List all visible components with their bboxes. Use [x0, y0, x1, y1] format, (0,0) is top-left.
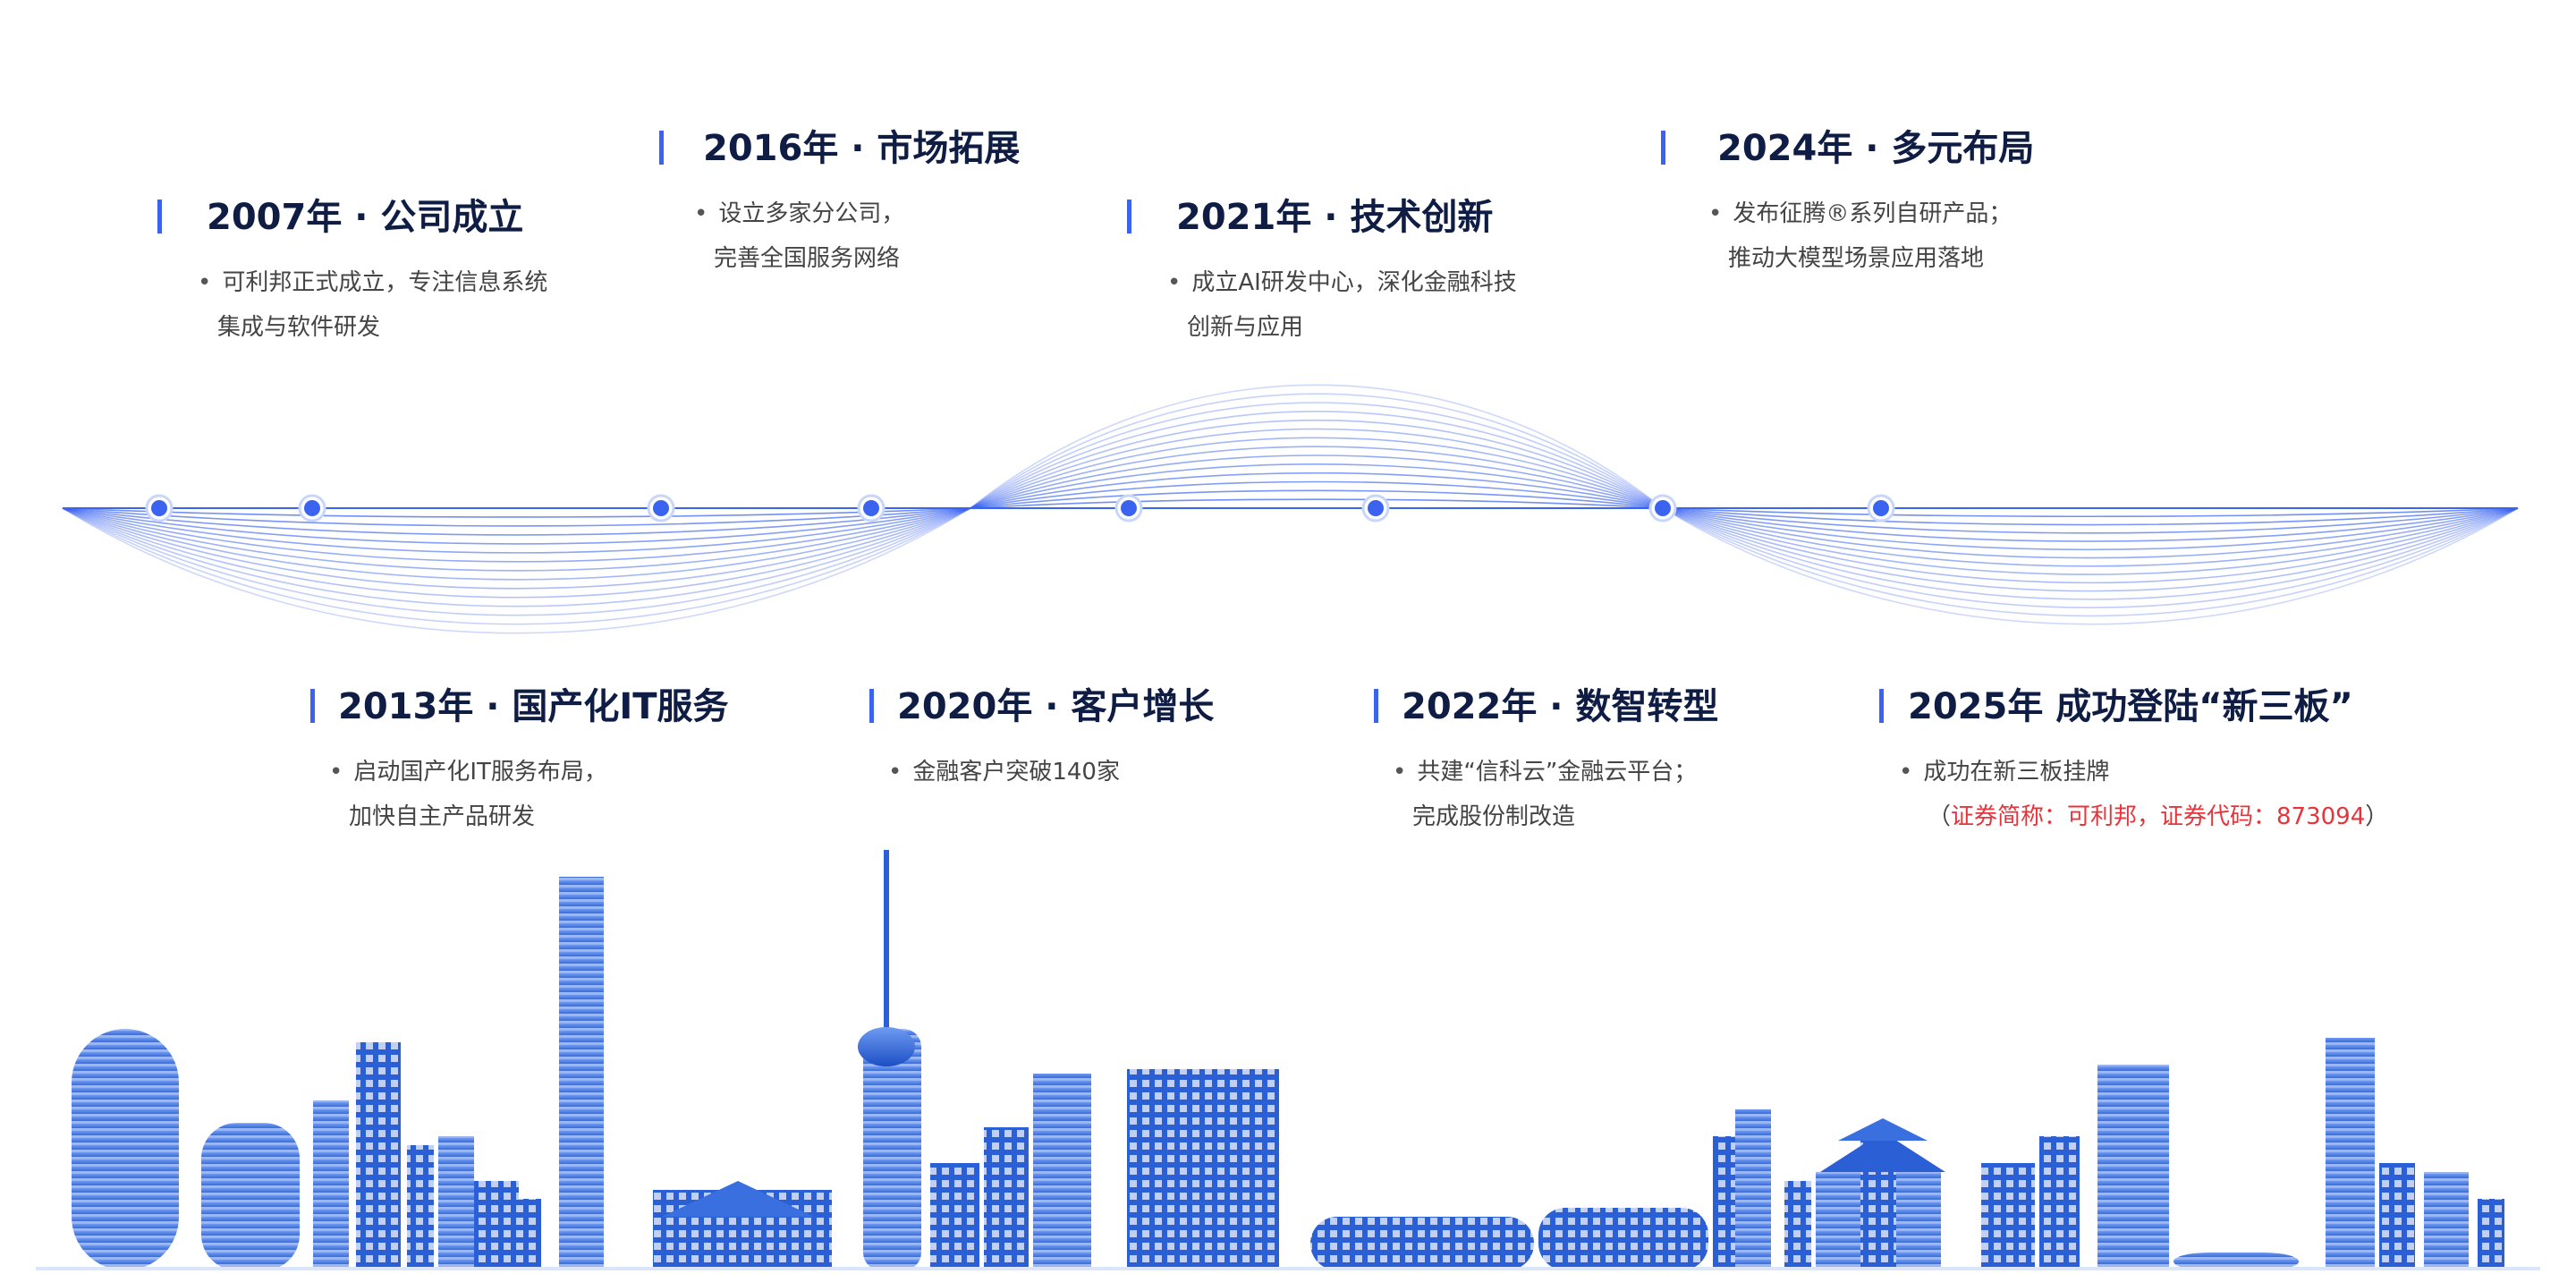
- timeline-dot: [1873, 500, 1889, 516]
- wave-lines: [62, 384, 2519, 634]
- event-description: 可利邦正式成立，专注信息系统: [198, 260, 547, 305]
- event-2016: 2016年 · 市场拓展设立多家分公司，完善全国服务网络: [703, 123, 1020, 281]
- event-description: 发布征腾®系列自研产品；: [1708, 191, 2034, 236]
- accent-bar: [1374, 689, 1378, 723]
- event-2025: 2025年 成功登陆“新三板”成功在新三板挂牌（证券简称：可利邦，证券代码：87…: [1908, 682, 2388, 839]
- event-title: 2016年 · 市场拓展: [703, 128, 1021, 169]
- event-description: 完成股份制改造: [1412, 803, 1576, 830]
- event-description: 共建“信科云”金融云平台；: [1393, 750, 1718, 794]
- event-description: 金融客户突破140家: [888, 750, 1214, 794]
- stock-info-open: （: [1928, 803, 1952, 830]
- event-description: 集成与软件研发: [217, 314, 381, 341]
- event-description: 创新与应用: [1187, 314, 1304, 341]
- event-description: 成功在新三板挂牌: [1899, 750, 2388, 794]
- accent-bar: [1879, 689, 1884, 723]
- timeline-dot: [1121, 500, 1137, 516]
- accent-bar: [1127, 200, 1131, 234]
- timeline-dot: [653, 500, 669, 516]
- event-2020: 2020年 · 客户增长金融客户突破140家: [897, 682, 1214, 794]
- timeline-dot: [151, 500, 167, 516]
- accent-bar: [157, 200, 162, 234]
- event-description: 加快自主产品研发: [349, 803, 536, 830]
- event-description: 推动大模型场景应用落地: [1728, 245, 1985, 272]
- event-title: 2021年 · 技术创新: [1176, 197, 1494, 238]
- timeline-dot: [863, 500, 879, 516]
- stock-info-close: ）: [2365, 803, 2389, 830]
- event-description: 启动国产化IT服务布局，: [329, 750, 729, 794]
- accent-bar: [869, 689, 874, 723]
- timeline-dot: [1655, 500, 1671, 516]
- event-description: 设立多家分公司，: [694, 191, 1020, 236]
- event-title: 2025年 成功登陆“新三板”: [1908, 686, 2353, 727]
- event-2024: 2024年 · 多元布局发布征腾®系列自研产品；推动大模型场景应用落地: [1717, 123, 2034, 281]
- event-2013: 2013年 · 国产化IT服务启动国产化IT服务布局，加快自主产品研发: [338, 682, 729, 839]
- accent-bar: [310, 689, 315, 723]
- accent-bar: [659, 131, 664, 165]
- accent-bar: [1661, 131, 1665, 165]
- stock-info: （证券简称：可利邦，证券代码：873094）: [1908, 794, 2388, 839]
- event-title: 2013年 · 国产化IT服务: [338, 686, 729, 727]
- event-title: 2024年 · 多元布局: [1717, 128, 2035, 169]
- city-skyline-illustration: [36, 850, 2540, 1270]
- timeline-dot: [304, 500, 320, 516]
- event-title: 2022年 · 数智转型: [1402, 686, 1719, 727]
- event-title: 2007年 · 公司成立: [207, 197, 524, 238]
- event-description: 完善全国服务网络: [714, 245, 901, 272]
- stock-info-text: 证券简称：可利邦，证券代码：873094: [1951, 803, 2366, 830]
- event-title: 2020年 · 客户增长: [897, 686, 1215, 727]
- event-description: 成立AI研发中心，深化金融科技: [1167, 260, 1516, 305]
- event-2022: 2022年 · 数智转型共建“信科云”金融云平台；完成股份制改造: [1402, 682, 1718, 839]
- timeline-dot: [1368, 500, 1384, 516]
